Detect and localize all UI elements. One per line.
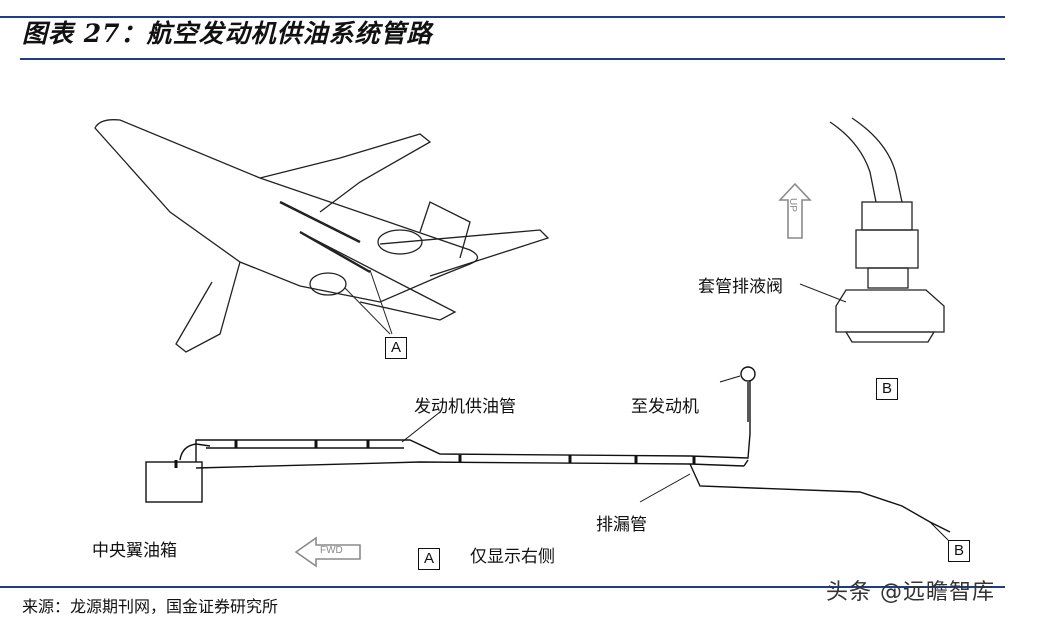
source-note: 来源：龙源期刊网，国金证券研究所 (22, 597, 279, 616)
up-arrow-text: UP (787, 198, 798, 212)
header-top-rule (0, 16, 1005, 18)
airplane-drawing (94, 119, 550, 353)
detail-b-callout: B (876, 378, 898, 400)
detail-a-callout: A (418, 548, 440, 570)
up-arrow-icon (778, 182, 812, 239)
label-right-side-only: 仅显示右侧 (470, 547, 555, 567)
detail-a-callout-top: A (385, 337, 407, 359)
drain-valve-drawing (799, 117, 945, 343)
footer-rule (0, 586, 1005, 588)
header: 图表 27：航空发动机供油系统管路 (0, 0, 1040, 62)
watermark: 头条 @远瞻智库 (826, 580, 995, 605)
fwd-arrow-icon (294, 536, 361, 568)
detail-b-callout-pipe: B (948, 540, 970, 562)
label-drain-pipe: 排漏管 (596, 515, 647, 535)
label-to-engine: 至发动机 (631, 397, 699, 417)
fuel-system-diagram: 发动机供油管 至发动机 套管排液阀 排漏管 中央翼油箱 仅显示右侧 UP FWD… (0, 62, 1040, 586)
fwd-arrow-text: FWD (320, 545, 343, 556)
label-center-wing-tank: 中央翼油箱 (92, 541, 177, 561)
header-bottom-rule (20, 58, 1005, 60)
figure-title: 图表 27：航空发动机供油系统管路 (22, 19, 433, 48)
label-sleeve-drain-valve: 套管排液阀 (698, 277, 783, 297)
diagram-canvas (94, 117, 951, 568)
label-engine-fuel-pipe: 发动机供油管 (414, 397, 516, 417)
fuel-pipe-assembly (145, 366, 951, 541)
